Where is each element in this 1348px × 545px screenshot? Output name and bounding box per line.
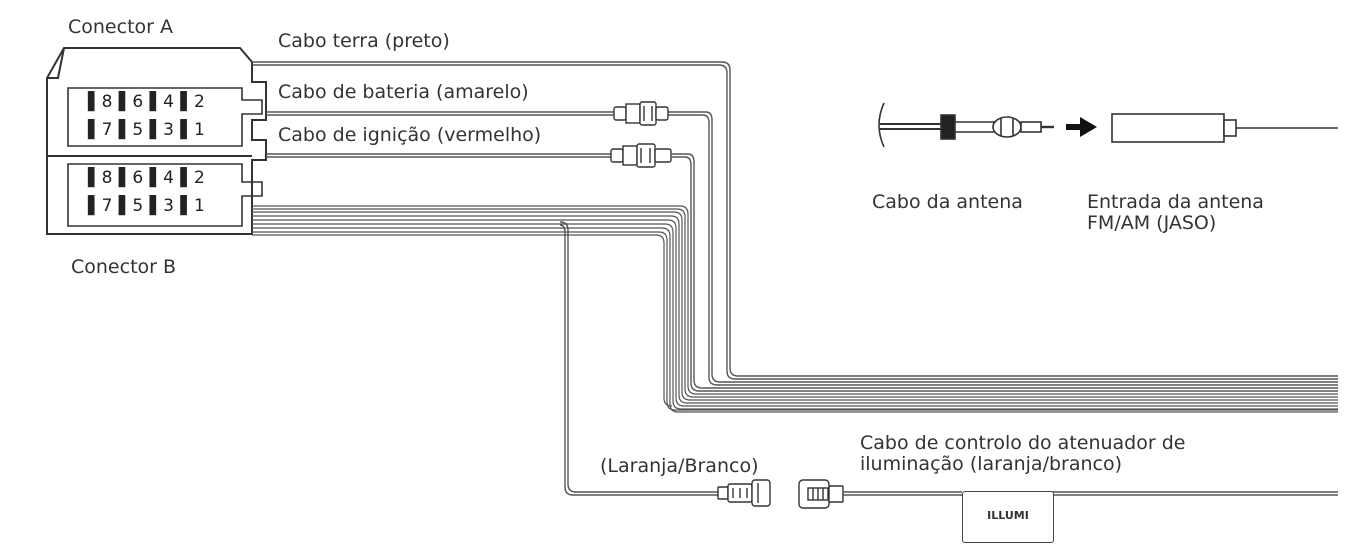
dimmer-label-1: Cabo de controlo do atenuador de xyxy=(860,432,1186,454)
orange-white-wire xyxy=(559,221,720,496)
battery-wire-label: Cabo de bateria (amarelo) xyxy=(278,81,529,103)
antenna-cable-label: Cabo da antena xyxy=(872,191,1023,213)
connector-b-wire-bundle xyxy=(252,205,1338,413)
ignition-wire xyxy=(266,153,1338,392)
connector-housing xyxy=(46,47,267,235)
dimmer-label-2: iluminação (laranja/branco) xyxy=(860,453,1123,475)
orange-white-wire-label: (Laranja/Branco) xyxy=(600,455,759,477)
ground-wire-label: Cabo terra (preto) xyxy=(278,30,450,52)
dimmer-socket xyxy=(798,479,844,509)
dimmer-wire xyxy=(843,491,1338,496)
arrow-right-icon xyxy=(1066,117,1097,137)
connector-b-label: Conector B xyxy=(71,256,177,278)
ignition-fuse-connector xyxy=(610,143,672,168)
illumi-module-label: ILLUMI xyxy=(987,509,1029,522)
antenna-input-socket xyxy=(1111,113,1338,143)
connector-a-pins-bottom: ▌7 ▌5 ▌3 ▌1 xyxy=(88,120,206,140)
battery-wire xyxy=(266,111,1338,386)
antenna-input-label-2: FM/AM (JASO) xyxy=(1087,212,1217,234)
connector-a-pins-top: ▌8 ▌6 ▌4 ▌2 xyxy=(88,92,206,112)
ground-wire xyxy=(252,61,1338,380)
antenna-input-label-1: Entrada da antena xyxy=(1087,191,1264,213)
antenna-plug xyxy=(878,102,1054,148)
connector-a-label: Conector A xyxy=(68,16,173,38)
battery-fuse-connector xyxy=(613,101,669,126)
orange-white-plug xyxy=(717,479,771,507)
connector-b-pins-bottom: ▌7 ▌5 ▌3 ▌1 xyxy=(88,196,206,216)
ignition-wire-label: Cabo de ignição (vermelho) xyxy=(278,124,542,146)
connector-b-pins-top: ▌8 ▌6 ▌4 ▌2 xyxy=(88,168,206,188)
illumi-module xyxy=(962,491,1054,543)
